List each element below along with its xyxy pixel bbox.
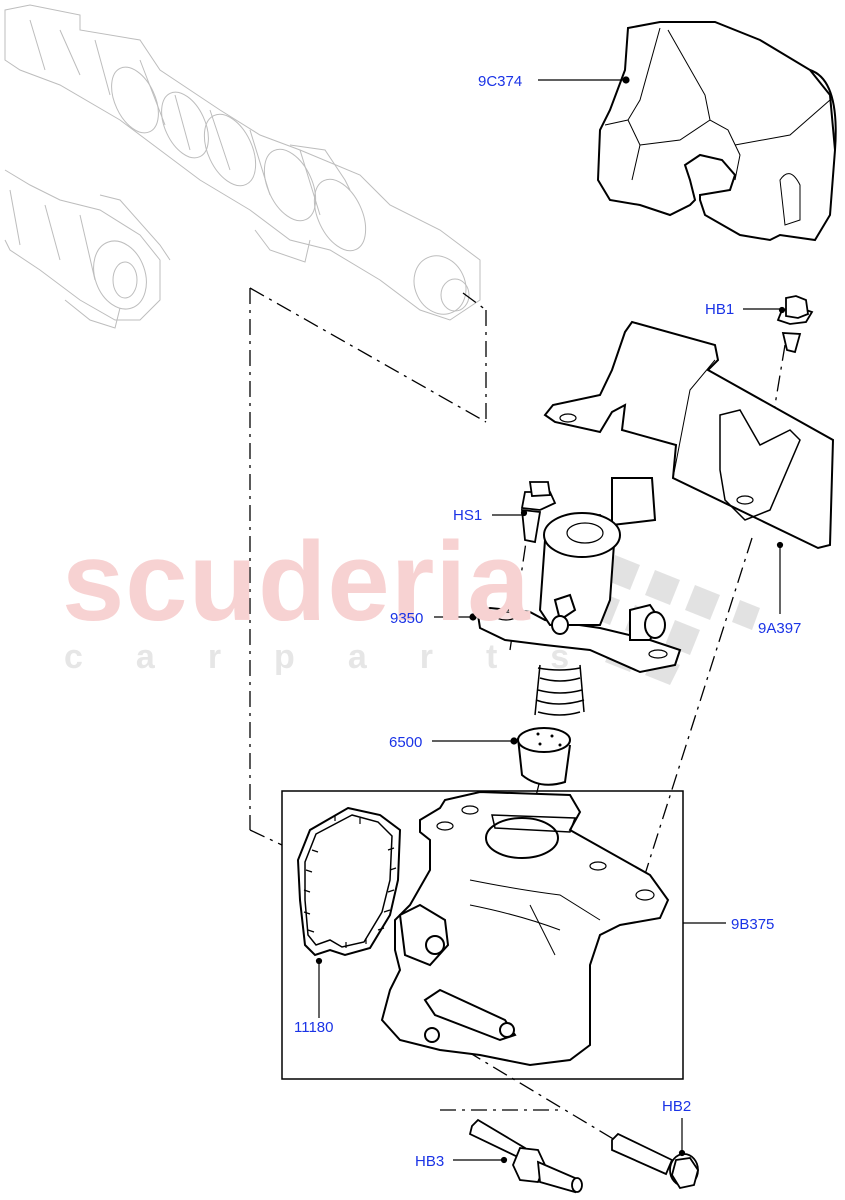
bolt-hs1-illustration <box>520 481 557 544</box>
pump-housing-illustration <box>380 790 670 1067</box>
callout-11180[interactable]: 11180 <box>294 1019 334 1036</box>
callout-hb2[interactable]: HB2 <box>662 1098 692 1115</box>
callout-9b375[interactable]: 9B375 <box>731 916 775 933</box>
gasket-illustration <box>296 806 402 957</box>
callout-leader-lines <box>315 76 786 1164</box>
camshaft-ghost-illustration <box>4 4 481 329</box>
bolt-hb1-illustration <box>776 295 814 354</box>
callout-hb3[interactable]: HB3 <box>415 1153 445 1170</box>
callout-9350[interactable]: 9350 <box>390 610 424 627</box>
fuel-pump-cover-illustration <box>596 21 837 242</box>
callout-hs1[interactable]: HS1 <box>453 507 483 524</box>
tappet-illustration <box>517 727 571 786</box>
callout-9c374[interactable]: 9C374 <box>478 73 523 90</box>
bolt-hb2-illustration <box>611 1132 699 1190</box>
callout-9a397[interactable]: 9A397 <box>758 620 802 637</box>
bolt-hb3-illustration <box>468 1118 583 1194</box>
fuel-pump-illustration <box>476 477 682 716</box>
callout-hb1[interactable]: HB1 <box>705 301 735 318</box>
assembly-guide-lines <box>249 287 786 1141</box>
pump-bracket-illustration <box>543 320 835 550</box>
housing-group-frame <box>281 790 684 1080</box>
callout-6500[interactable]: 6500 <box>389 734 423 751</box>
